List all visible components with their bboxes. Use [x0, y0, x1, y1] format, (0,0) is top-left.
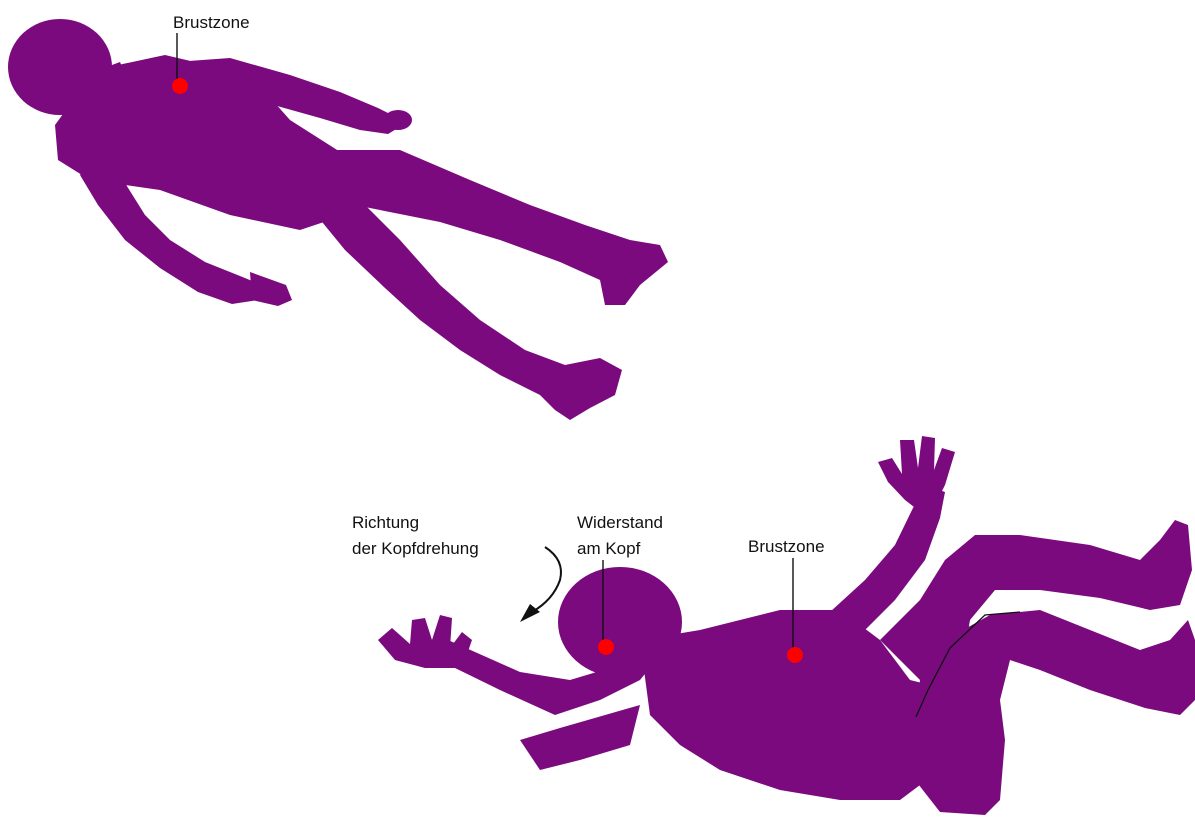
- bottom-figure: Richtung der Kopfdrehung Widerstand am K…: [352, 436, 1195, 815]
- bottom-figure-body: [378, 436, 1195, 815]
- head-marker: [598, 639, 614, 655]
- top-figure: Brustzone: [8, 13, 668, 420]
- top-chest-marker: [172, 78, 188, 94]
- bottom-chest-label: Brustzone: [748, 537, 825, 556]
- arrowhead-icon: [520, 604, 540, 622]
- top-figure-body: [8, 19, 668, 420]
- resistance-label-line1: Widerstand: [577, 513, 663, 532]
- bottom-chest-marker: [787, 647, 803, 663]
- direction-label-line1: Richtung: [352, 513, 419, 532]
- top-chest-label: Brustzone: [173, 13, 250, 32]
- resistance-label-line2: am Kopf: [577, 539, 641, 558]
- curved-arrow-icon: [532, 547, 561, 612]
- direction-label-line2: der Kopfdrehung: [352, 539, 479, 558]
